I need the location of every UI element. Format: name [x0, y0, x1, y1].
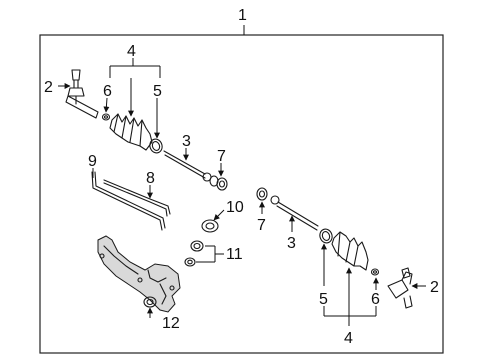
inner-tie-rod-left: [163, 150, 219, 187]
callout-nut-left: 6: [103, 83, 112, 100]
outer-tie-rod-end-left: [65, 69, 99, 119]
jam-nut-left: [101, 113, 111, 121]
boot-left: [109, 113, 153, 151]
seal-lower: [143, 296, 157, 308]
callout-bushing-left: 7: [217, 148, 226, 165]
callout-clamp-right: 5: [319, 291, 328, 308]
callout-boot-kit-left: 4: [127, 43, 136, 60]
bushing-right: [256, 187, 268, 201]
outer-tie-rod-end-right: [387, 267, 413, 309]
callout-clamp-left: 5: [153, 83, 162, 100]
inner-tie-rod-right: [270, 195, 319, 231]
callout-seal-upper: 10: [226, 199, 244, 216]
seal-kit: [184, 240, 204, 267]
callout-bracket: 8: [146, 170, 155, 187]
bushing-left: [216, 177, 228, 191]
boot-right: [331, 231, 369, 271]
diagram-frame: [39, 34, 444, 354]
boot-clamp-left: [149, 138, 163, 154]
seal-upper: [201, 219, 219, 233]
callout-seal-lower: 12: [162, 315, 180, 332]
callout-boot-kit-right: 4: [344, 330, 353, 347]
callout-outer-tie-rod-left: 2: [44, 79, 53, 96]
jam-nut-right: [370, 268, 380, 276]
callout-bushing-right: 7: [257, 217, 266, 234]
hydraulic-line: [91, 171, 166, 231]
callout-nut-right: 6: [371, 291, 380, 308]
rack-housing: [97, 235, 181, 313]
callout-outer-tie-rod-right: 2: [430, 279, 439, 296]
callout-inner-tie-rod-left: 3: [182, 133, 191, 150]
boot-clamp-right: [319, 228, 333, 244]
callout-seal-kit: 11: [226, 246, 243, 263]
return-line: [103, 179, 171, 217]
callout-line: 9: [88, 153, 97, 170]
callout-inner-tie-rod-right: 3: [287, 235, 296, 252]
callout-assembly: 1: [238, 7, 247, 24]
